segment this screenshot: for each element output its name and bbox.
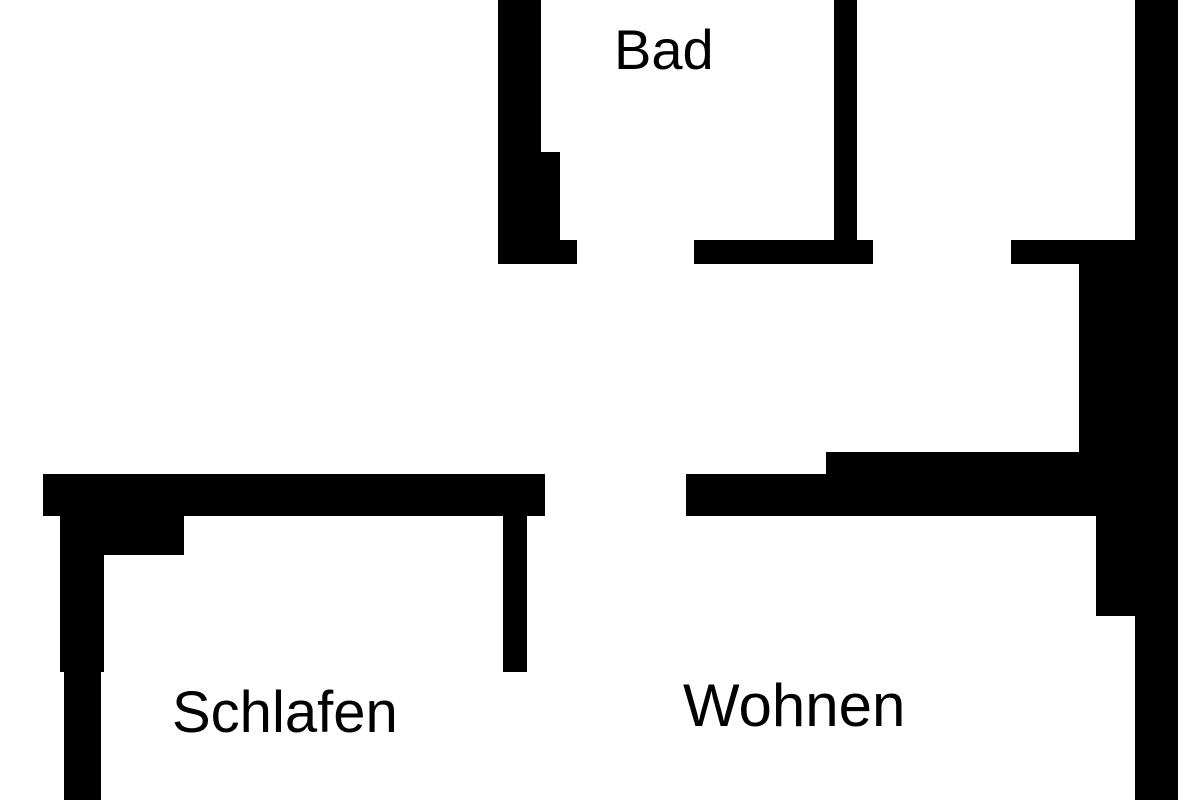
upper-right-wall-segment [1011,240,1137,264]
room-label-wohnen: Wohnen [683,672,906,739]
wohnen-top-wall-thick [826,452,1082,476]
right-thick-block-lower [1096,474,1137,616]
outer-right-wall [1135,0,1178,800]
wohnen-top-wall [686,474,1098,516]
bad-right-wall [834,0,857,242]
right-thick-block-upper [1079,262,1137,476]
room-label-bad: Bad [614,18,714,81]
schlafen-left-wall-lower [64,670,101,800]
schlafen-corner-block [60,514,184,555]
room-label-schlafen: Schlafen [172,680,398,745]
schlafen-right-stub [503,514,527,672]
bad-bottom-wall-right [694,240,873,264]
bad-bottom-wall-left [498,240,577,264]
schlafen-top-wall [43,474,545,516]
